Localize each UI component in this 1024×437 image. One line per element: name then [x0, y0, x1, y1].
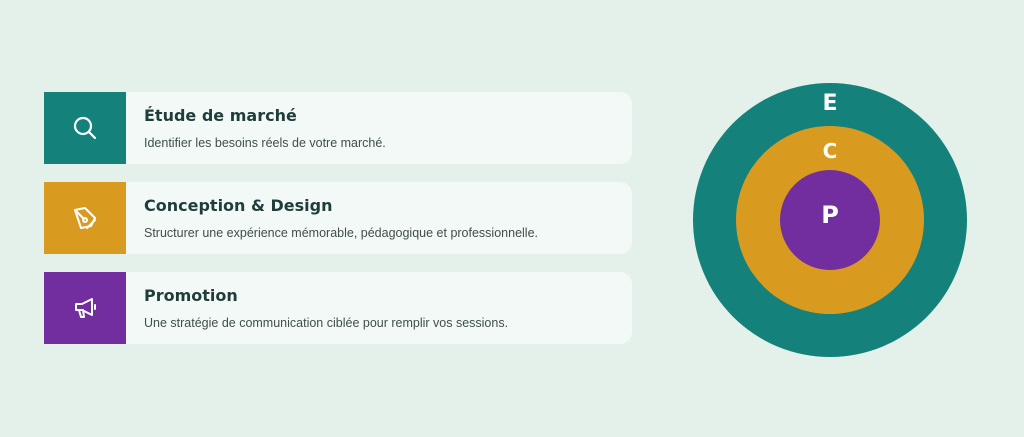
step-title: Étude de marché — [144, 106, 297, 125]
step-title: Conception & Design — [144, 196, 333, 215]
search-icon — [73, 116, 97, 140]
step-description: Identifier les besoins réels de votre ma… — [144, 136, 386, 150]
pen-nib-icon — [74, 207, 96, 229]
step-card-market-study: Étude de marché Identifier les besoins r… — [44, 92, 632, 164]
inner-ring-letter: P — [821, 201, 839, 229]
inner-ring — [780, 170, 880, 270]
megaphone-icon — [75, 298, 96, 318]
step-title: Promotion — [144, 286, 238, 305]
concentric-rings-diagram: E C P — [693, 83, 967, 357]
step-card-promotion: Promotion Une stratégie de communication… — [44, 272, 632, 344]
step-icon-box — [44, 182, 126, 254]
step-card-design: Conception & Design Structurer une expér… — [44, 182, 632, 254]
step-icon-box — [44, 272, 126, 344]
step-description: Structurer une expérience mémorable, péd… — [144, 226, 538, 240]
step-icon-box — [44, 92, 126, 164]
outer-ring-letter: E — [822, 91, 837, 116]
step-description: Une stratégie de communication ciblée po… — [144, 316, 509, 330]
middle-ring-letter: C — [823, 139, 838, 163]
